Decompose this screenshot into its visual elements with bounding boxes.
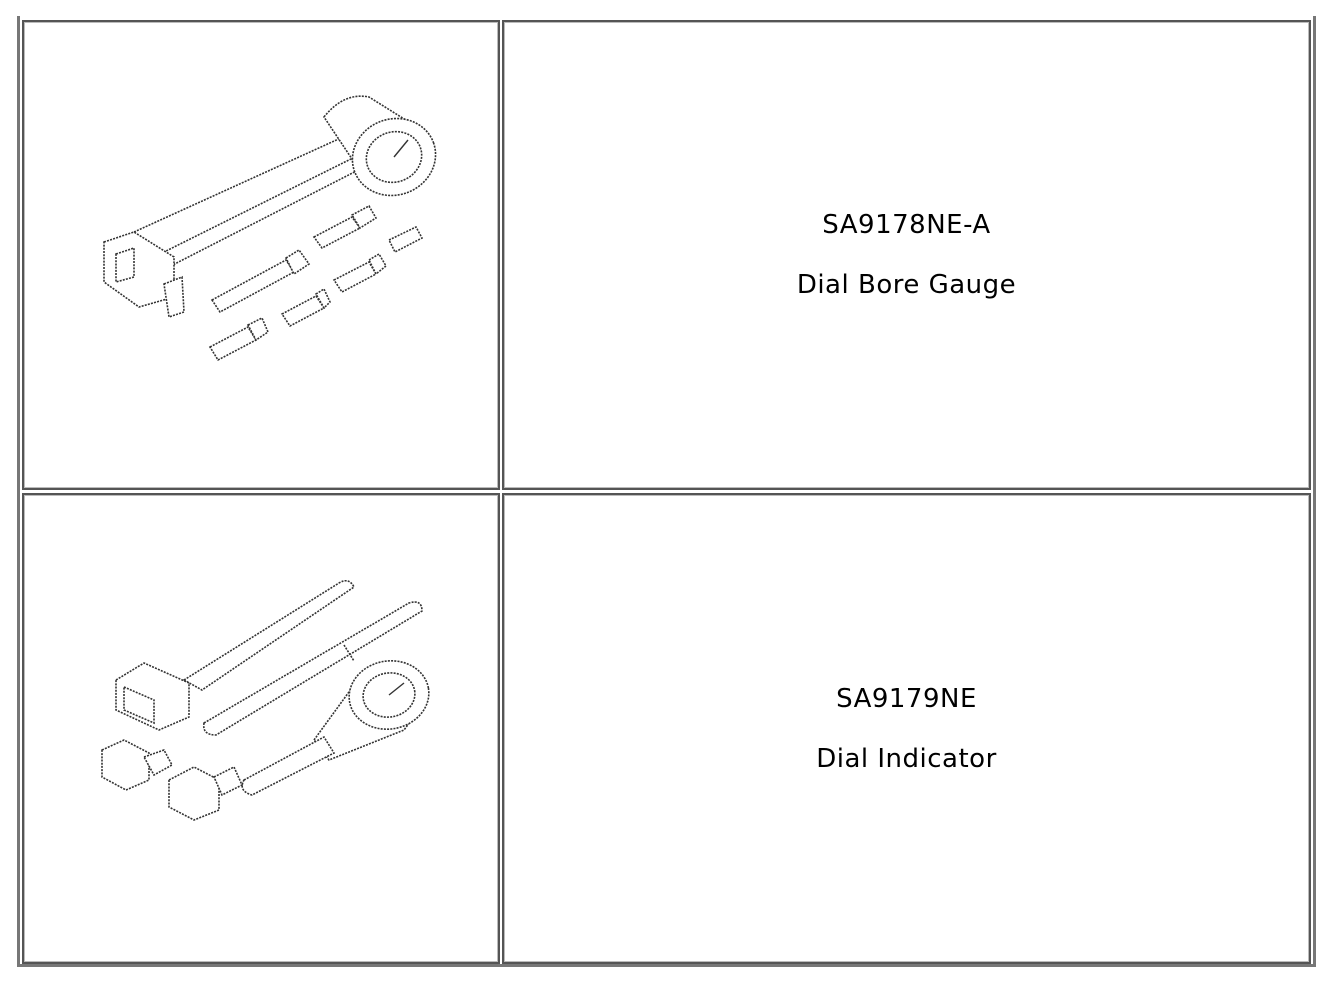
tool-image-cell: [22, 493, 500, 964]
dial-indicator-set-icon: [101, 579, 430, 821]
part-number: SA9179NE: [836, 683, 977, 714]
tool-description-cell: SA9178NE-A Dial Bore Gauge: [502, 20, 1311, 490]
part-name: Dial Bore Gauge: [796, 270, 1017, 300]
dial-bore-gauge-set-icon: [103, 95, 437, 362]
tool-table: [17, 16, 1316, 967]
part-number: SA9178NE-A: [822, 210, 991, 240]
part-name: Dial Indicator: [816, 743, 997, 774]
tool-image-cell: [22, 20, 500, 490]
tool-description-cell: SA9179NE Dial Indicator: [502, 493, 1311, 964]
